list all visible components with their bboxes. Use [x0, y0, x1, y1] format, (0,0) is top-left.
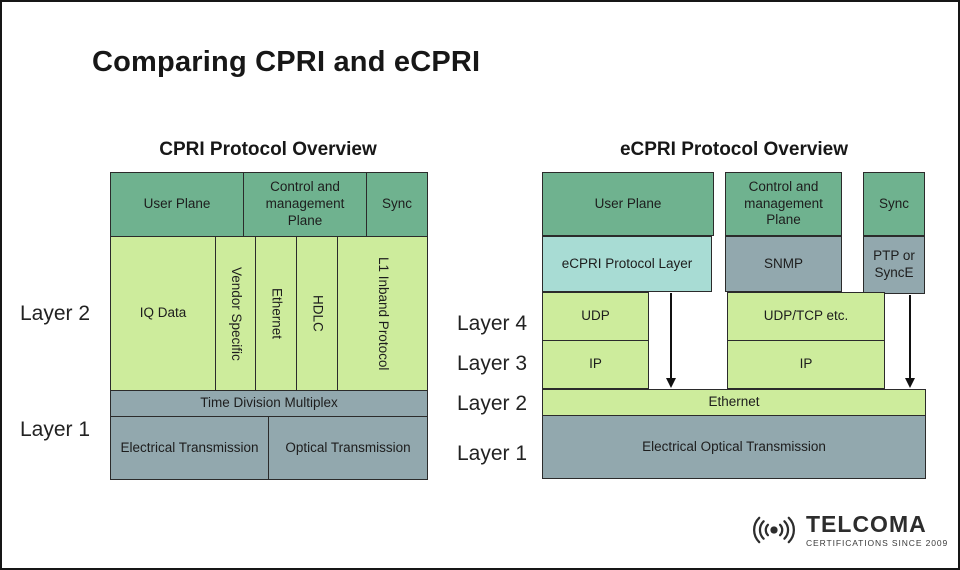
cpri-optical-transmission-cell: Optical Transmission	[269, 417, 427, 479]
ecpri-udp-cell: UDP	[542, 292, 649, 341]
ecpri-ip-right-cell: IP	[727, 340, 885, 389]
radio-waves-icon	[753, 516, 795, 544]
ecpri-heading: eCPRI Protocol Overview	[619, 139, 849, 160]
down-arrow-right-head	[905, 378, 915, 388]
cpri-tdm-row: Time Division Multiplex	[111, 390, 427, 416]
cpri-layer2-row: IQ Data Vendor Specific Ethernet HDLC L1…	[111, 236, 427, 390]
page-title: Comparing CPRI and eCPRI	[92, 46, 481, 78]
cpri-planes-row: User Plane Control and management Plane …	[111, 173, 427, 236]
ecpri-udp-tcp-cell: UDP/TCP etc.	[727, 292, 885, 341]
cpri-diagram: User Plane Control and management Plane …	[110, 172, 428, 480]
telcoma-logo: TELCOMA CERTIFICATIONS SINCE 2009	[748, 510, 948, 550]
ecpri-ptp-synce-cell: PTP or SyncE	[863, 236, 925, 294]
ecpri-user-plane-cell: User Plane	[542, 172, 714, 236]
cpri-layer1-label: Layer 1	[19, 418, 91, 441]
down-arrow-left-line	[670, 293, 672, 378]
cpri-layer2-label: Layer 2	[19, 302, 91, 325]
ecpri-protocol-layer-cell: eCPRI Protocol Layer	[542, 236, 712, 292]
logo-tagline: CERTIFICATIONS SINCE 2009	[806, 537, 949, 548]
cpri-control-management-plane-cell: Control and management Plane	[244, 173, 367, 236]
ecpri-control-management-plane-cell: Control and management Plane	[725, 172, 842, 236]
ecpri-ethernet-cell: Ethernet	[542, 389, 926, 416]
cpri-sync-cell: Sync	[367, 173, 427, 236]
cpri-ethernet-cell: Ethernet	[256, 237, 297, 390]
ecpri-layer2-label: Layer 2	[456, 392, 528, 415]
cpri-user-plane-cell: User Plane	[111, 173, 244, 236]
ecpri-electrical-optical-transmission-cell: Electrical Optical Transmission	[542, 415, 926, 479]
cpri-iq-data-cell: IQ Data	[111, 237, 216, 390]
logo-name: TELCOMA	[806, 510, 927, 537]
ecpri-layer3-label: Layer 3	[456, 352, 528, 375]
cpri-time-division-multiplex-cell: Time Division Multiplex	[111, 391, 427, 416]
cpri-vendor-specific-cell: Vendor Specific	[216, 237, 256, 390]
ecpri-ip-left-cell: IP	[542, 340, 649, 389]
down-arrow-right-line	[909, 295, 911, 378]
down-arrow-left-head	[666, 378, 676, 388]
ecpri-sync-cell: Sync	[863, 172, 925, 236]
cpri-layer1-row: Electrical Transmission Optical Transmis…	[111, 416, 427, 479]
cpri-hdlc-cell: HDLC	[297, 237, 338, 390]
cpri-heading: CPRI Protocol Overview	[159, 139, 377, 160]
ecpri-snmp-cell: SNMP	[725, 236, 842, 292]
logo-text: TELCOMA CERTIFICATIONS SINCE 2009	[806, 510, 949, 548]
cpri-l1-inband-protocol-cell: L1 Inband Protocol	[338, 237, 427, 390]
ecpri-layer1-label: Layer 1	[456, 442, 528, 465]
cpri-electrical-transmission-cell: Electrical Transmission	[111, 417, 269, 479]
ecpri-layer4-label: Layer 4	[456, 312, 528, 335]
